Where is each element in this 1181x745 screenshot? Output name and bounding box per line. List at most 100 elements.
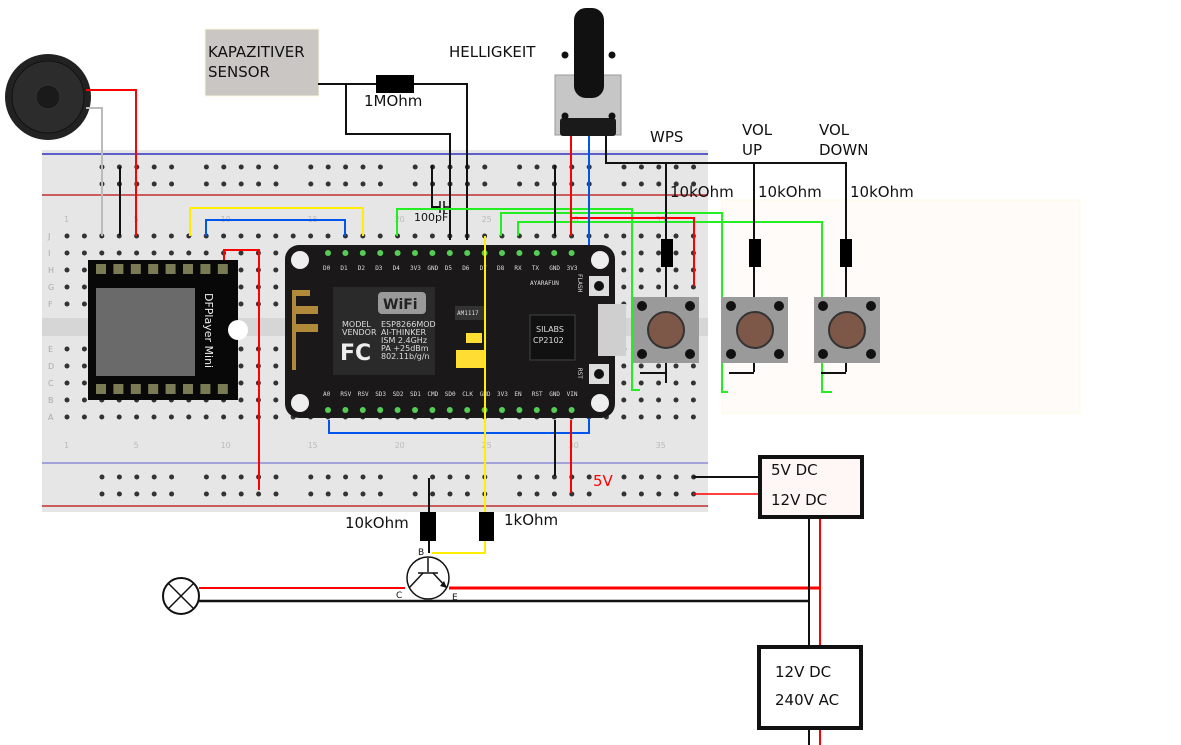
rail-hole xyxy=(325,474,331,480)
breadboard-hole xyxy=(656,250,662,256)
dfplayer-pin xyxy=(217,264,228,274)
breadboard-hole xyxy=(273,284,279,290)
rail-hole xyxy=(638,491,644,497)
breadboard-hole xyxy=(638,284,644,290)
pin-label: RSV xyxy=(340,391,351,398)
breadboard-hole xyxy=(168,414,174,420)
breadboard-hole xyxy=(412,233,418,239)
flash-button-cap[interactable] xyxy=(594,281,604,291)
resistor-1mohm: 1MOhm xyxy=(318,75,468,240)
rail-hole xyxy=(447,474,453,480)
breadboard-hole xyxy=(81,284,87,290)
breadboard-hole xyxy=(134,250,140,256)
pin-sd1 xyxy=(412,407,418,413)
rail-hole xyxy=(308,181,314,187)
r-wps-label: 10kOhm xyxy=(670,183,734,201)
breadboard-hole xyxy=(656,363,662,369)
rail-hole xyxy=(621,164,627,170)
r-voldown-label: 10kOhm xyxy=(850,183,914,201)
rail-hole xyxy=(151,164,157,170)
button-screw xyxy=(685,301,695,311)
wire-yellow-signal xyxy=(432,236,486,554)
rail-hole xyxy=(621,491,627,497)
rail-hole xyxy=(99,491,105,497)
usb-chip-1: SILABS xyxy=(536,325,564,334)
rail-hole xyxy=(343,164,349,170)
brightness-label: HELLIGKEIT xyxy=(449,43,536,61)
pin-d6 xyxy=(464,250,471,256)
rail-hole xyxy=(169,164,175,170)
cap-sensor-label-2: SENSOR xyxy=(208,63,270,81)
column-number: 30 xyxy=(569,215,579,224)
pin-gnd xyxy=(429,250,436,256)
rail-hole xyxy=(151,474,157,480)
rail-hole xyxy=(360,181,366,187)
rail-hole xyxy=(308,474,314,480)
breadboard-hole xyxy=(64,284,70,290)
breadboard-hole xyxy=(238,284,244,290)
rail-hole xyxy=(656,491,662,497)
pin-label: GND xyxy=(549,391,560,398)
breadboard-hole xyxy=(238,363,244,369)
breadboard-hole xyxy=(638,363,644,369)
breadboard-hole xyxy=(64,380,70,386)
button-vol-down[interactable] xyxy=(814,297,880,363)
breadboard-hole xyxy=(203,250,209,256)
breadboard-hole xyxy=(621,380,627,386)
breadboard-hole xyxy=(64,397,70,403)
rst-button-cap[interactable] xyxy=(594,369,604,379)
dfplayer-pin xyxy=(113,384,124,394)
button-vol-up[interactable] xyxy=(722,297,788,363)
column-number: 1 xyxy=(64,441,69,450)
button-cap[interactable] xyxy=(736,311,774,349)
pin-label: CLK xyxy=(462,391,473,398)
button-cap[interactable] xyxy=(647,311,685,349)
wire-blue-top xyxy=(205,219,346,236)
usb-chip-2: CP2102 xyxy=(533,336,564,345)
rail-hole xyxy=(447,491,453,497)
fc-logo: FC xyxy=(340,341,371,366)
psu1-line2: 12V DC xyxy=(771,491,827,509)
breadboard-hole xyxy=(656,380,662,386)
pin-label: TX xyxy=(532,265,540,272)
rail-hole xyxy=(360,164,366,170)
breadboard-hole xyxy=(99,414,105,420)
dfplayer-pin xyxy=(148,384,159,394)
button-cap[interactable] xyxy=(828,311,866,349)
breadboard-hole xyxy=(64,301,70,307)
button-wps[interactable] xyxy=(633,297,699,363)
breadboard-hole xyxy=(656,397,662,403)
breadboard-hole xyxy=(64,363,70,369)
dfplayer-pin xyxy=(148,264,159,274)
breadboard-hole xyxy=(81,233,87,239)
column-number: 15 xyxy=(308,441,318,450)
breadboard-hole xyxy=(621,284,627,290)
wps-label: WPS xyxy=(650,128,683,146)
rail-hole xyxy=(134,491,140,497)
psu1-line1: 5V DC xyxy=(771,461,818,479)
button-screw xyxy=(818,349,828,359)
breadboard-hole xyxy=(81,346,87,352)
dfplayer-pin xyxy=(165,264,176,274)
breadboard-hole xyxy=(273,397,279,403)
breadboard-hole xyxy=(603,233,609,239)
rail-hole xyxy=(256,491,262,497)
rail-hole xyxy=(116,491,122,497)
rail-hole xyxy=(464,491,470,497)
rail-hole xyxy=(691,181,697,187)
row-letter: I xyxy=(48,249,50,258)
rail-hole xyxy=(586,474,592,480)
pin-label: VIN xyxy=(567,391,578,398)
breadboard-hole xyxy=(273,250,279,256)
breadboard-hole xyxy=(690,380,696,386)
pin-a0 xyxy=(325,407,331,413)
rail-hole xyxy=(638,181,644,187)
pin-d0 xyxy=(325,250,331,256)
pin-label: D8 xyxy=(497,265,505,272)
pin-rst xyxy=(533,407,540,413)
rail-hole xyxy=(377,491,383,497)
dfplayer-label: DFPlayer Mini xyxy=(202,293,215,368)
row-letter: E xyxy=(48,345,53,354)
vol-down-label-2: DOWN xyxy=(819,141,868,159)
